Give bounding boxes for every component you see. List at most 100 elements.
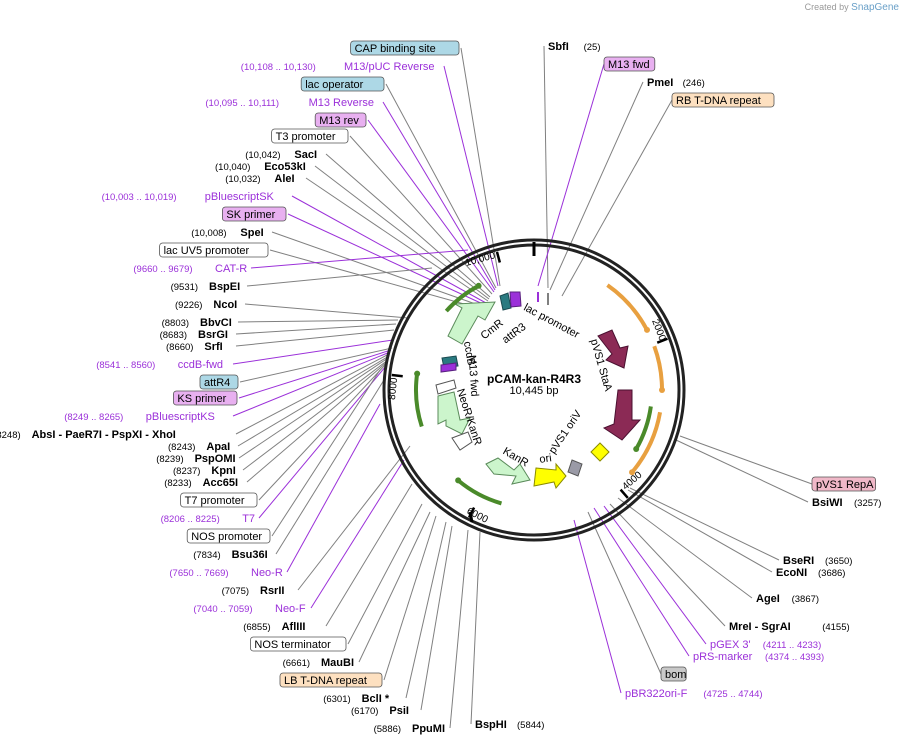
- leader-alei: [305, 177, 489, 302]
- annotation-pmei[interactable]: (246)PmeI: [647, 77, 705, 89]
- annotation-name: AflIII: [282, 621, 306, 633]
- annotation-agei[interactable]: (3867)AgeI: [756, 593, 819, 605]
- leader-m13-rev: [367, 119, 495, 293]
- annotation-saci[interactable]: (10,042)SacI: [245, 149, 317, 161]
- leader-afliii: [325, 483, 413, 627]
- annotation-position: (10,040): [215, 162, 250, 173]
- annotation-psii[interactable]: (6170)PsiI: [351, 705, 409, 717]
- annotation-bsphi[interactable]: (5844)BspHI: [475, 719, 544, 731]
- annotation-position: (3257): [854, 498, 881, 509]
- annotation-m13-puc-reverse[interactable]: (10,108 .. 10,130)M13/pUC Reverse: [241, 61, 435, 73]
- annotation-rb-t-dna-repeat[interactable]: RB T-DNA repeat: [671, 92, 775, 108]
- annotation-bseri[interactable]: (3650)BseRI: [783, 555, 852, 567]
- annotation-pgex-3[interactable]: (4211 .. 4233)pGEX 3': [710, 639, 821, 651]
- annotation-t7[interactable]: (8206 .. 8225)T7: [161, 513, 255, 525]
- annotation-ks-primer[interactable]: KS primer: [172, 390, 238, 406]
- annotation-lac-uv5-promoter[interactable]: lac UV5 promoter: [159, 242, 269, 258]
- annotation-position: (3686): [818, 568, 845, 579]
- leader-neo-r: [286, 403, 381, 573]
- annotation-position: (6301): [323, 694, 350, 705]
- annotation-position: (8243): [168, 442, 195, 453]
- leader-agei: [617, 497, 753, 599]
- annotation-sk-primer[interactable]: SK primer: [221, 206, 287, 222]
- annotation-mrei-sgrai[interactable]: (4155)MreI - SgrAI: [729, 621, 850, 633]
- annotation-name: LB T-DNA repeat: [284, 675, 367, 687]
- leader-lb-t-dna-repeat: [383, 515, 437, 681]
- annotation-ppumi[interactable]: (5886)PpuMI: [374, 723, 445, 735]
- annotation-maubi[interactable]: (6661)MauBI: [283, 657, 354, 669]
- annotation-m13-reverse[interactable]: (10,095 .. 10,111)M13 Reverse: [205, 97, 374, 109]
- neokanr-arrow-a: [435, 379, 457, 395]
- annotation-position: (9531): [171, 282, 198, 293]
- leader-nos-terminator: [347, 503, 423, 645]
- leader-bbvci: [237, 319, 399, 323]
- annotation-acc65i[interactable]: (8233)Acc65I: [164, 477, 238, 489]
- inner-label-ccdb: ccdB: [461, 340, 477, 366]
- annotation-box: [180, 492, 258, 508]
- annotation-neo-f[interactable]: (7040 .. 7059)Neo-F: [193, 603, 305, 615]
- annotation-bsu36i[interactable]: (7834)Bsu36I: [193, 549, 267, 561]
- annotation-prs-marker[interactable]: (4374 .. 4393)pRS-marker: [693, 651, 824, 663]
- annotation-neo-r[interactable]: (7650 .. 7669)Neo-R: [169, 567, 282, 579]
- annotation-nos-terminator[interactable]: NOS terminator: [249, 636, 347, 652]
- annotation-rsrii[interactable]: (7075)RsrII: [222, 585, 285, 597]
- annotation-cap-binding-site[interactable]: CAP binding site: [350, 40, 460, 56]
- leader-pbr322ori-f: [573, 519, 622, 694]
- annotation-lac-operator[interactable]: lac operator: [300, 76, 385, 92]
- leader-eco53ki: [314, 165, 490, 300]
- annotation-lb-t-dna-repeat[interactable]: LB T-DNA repeat: [279, 672, 383, 688]
- annotation-nos-promoter[interactable]: NOS promoter: [186, 528, 271, 544]
- green-primer-arc-2-head: [455, 477, 462, 484]
- annotation-kpni[interactable]: (8237)KpnI: [173, 465, 236, 477]
- annotation-pbr322ori-f[interactable]: (4725 .. 4744)pBR322ori-F: [625, 688, 763, 700]
- annotation-position: (8233): [164, 478, 191, 489]
- annotation-apai[interactable]: (8243)ApaI: [168, 441, 230, 453]
- annotation-t7-promoter[interactable]: T7 promoter: [180, 492, 258, 508]
- annotation-position: (7834): [193, 550, 220, 561]
- annotation-bsrgi[interactable]: (8683)BsrGI: [160, 329, 228, 341]
- annotation-ccdb-fwd[interactable]: (8541 .. 8560)ccdB-fwd: [96, 359, 223, 371]
- annotation-attr4[interactable]: attR4: [199, 374, 239, 390]
- annotation-name: bom: [665, 669, 686, 681]
- annotation-bcli[interactable]: (6301)BclI *: [323, 693, 390, 705]
- annotation-econi[interactable]: (3686)EcoNI: [776, 567, 845, 579]
- annotation-pbluescriptsk[interactable]: (10,003 .. 10,019)pBluescriptSK: [102, 191, 275, 203]
- annotation-afliii[interactable]: (6855)AflIII: [243, 621, 305, 633]
- leader-bom: [587, 511, 662, 675]
- annotation-absi-paer7i-pspxi-xhoi[interactable]: (8248)AbsI - PaeR7I - PspXI - XhoI: [0, 429, 176, 441]
- annotation-eco53ki[interactable]: (10,040)Eco53kI: [215, 161, 306, 173]
- annotation-bom[interactable]: bom: [660, 666, 687, 682]
- annotation-srfi[interactable]: (8660)SrfI: [166, 341, 223, 353]
- rb-tdna-repeat-arc: [606, 283, 649, 331]
- annotation-m13-rev[interactable]: M13 rev: [314, 112, 367, 128]
- annotation-sbfi[interactable]: (25)SbfI: [548, 41, 601, 53]
- annotation-position: (10,042): [245, 150, 280, 161]
- annotation-alei[interactable]: (10,032)AleI: [225, 173, 294, 185]
- annotation-name: SpeI: [240, 227, 263, 239]
- annotation-bspei[interactable]: (9531)BspEI: [171, 281, 241, 293]
- annotation-ncoi[interactable]: (9226)NcoI: [175, 299, 237, 311]
- annotation-spei[interactable]: (10,008)SpeI: [191, 227, 263, 239]
- annotation-position: (3867): [792, 594, 819, 605]
- annotation-bsiwi[interactable]: (3257)BsiWI: [812, 497, 881, 509]
- annotation-position: (8239): [156, 454, 183, 465]
- annotation-cat-r[interactable]: (9660 .. 9679)CAT-R: [133, 263, 247, 275]
- leader-pbluescriptks: [232, 351, 391, 417]
- credit-prefix: Created by: [804, 2, 849, 12]
- leader-econi: [627, 489, 773, 573]
- annotation-name: SK primer: [226, 209, 275, 221]
- pmei-site: [547, 293, 549, 305]
- annotation-pbluescriptks[interactable]: (8249 .. 8265)pBluescriptKS: [64, 411, 215, 423]
- annotation-pspomi[interactable]: (8239)PspOMI: [156, 453, 235, 465]
- leader-pgex-3: [603, 505, 707, 645]
- annotation-m13-fwd[interactable]: M13 fwd: [603, 56, 656, 72]
- annotation-t3-promoter[interactable]: T3 promoter: [271, 128, 349, 144]
- annotation-pvs1-repa[interactable]: pVS1 RepA: [811, 476, 876, 492]
- annotation-name: M13 rev: [319, 115, 359, 127]
- annotation-bbvci[interactable]: (8803)BbvCI: [162, 317, 232, 329]
- inner-label-m13-fwd: M13 fwd: [466, 355, 481, 397]
- leader-bsrgi: [235, 323, 397, 335]
- annotation-name: attR4: [204, 377, 230, 389]
